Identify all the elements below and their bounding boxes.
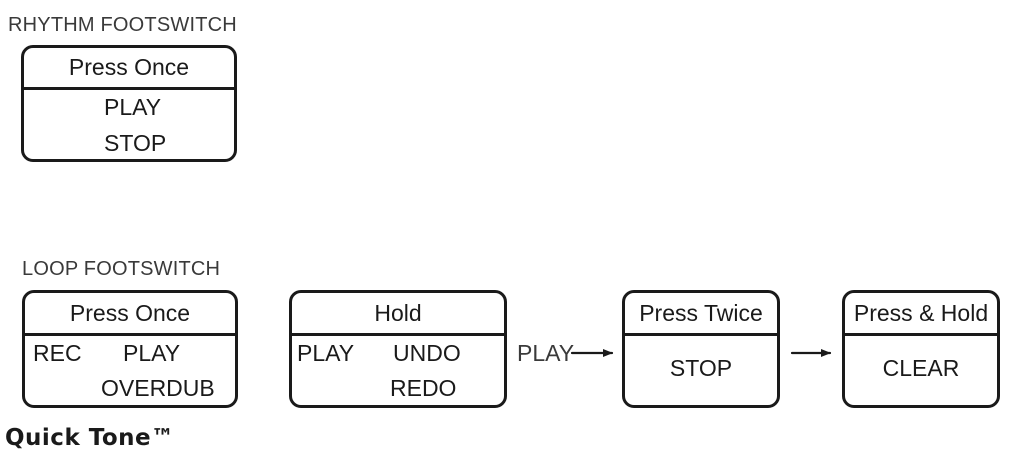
- brand-logo-text: Quick Tone™: [5, 425, 175, 451]
- connector-label-play: PLAY: [517, 340, 575, 366]
- loop3-label-stop: STOP: [669, 355, 733, 381]
- loop4-label-clear: CLEAR: [882, 355, 960, 381]
- rhythm-label-play: PLAY: [104, 94, 162, 120]
- loop-section-title: LOOP FOOTSWITCH: [22, 258, 221, 280]
- rhythm-section-title: RHYTHM FOOTSWITCH: [8, 14, 237, 36]
- loop1-label-rec: REC: [33, 340, 82, 366]
- loop-hold-box: Hold: [289, 290, 507, 408]
- loop-press-twice-box: Press Twice STOP: [622, 290, 780, 408]
- loop-box2-header: Hold: [292, 293, 504, 336]
- rhythm-press-once-box: Press Once: [21, 45, 237, 162]
- rhythm-box-header: Press Once: [24, 48, 234, 90]
- loop2-label-play: PLAY: [297, 340, 355, 366]
- rhythm-label-stop: STOP: [104, 130, 167, 156]
- loop-press-hold-box: Press & Hold CLEAR: [842, 290, 1000, 408]
- loop-box1-header: Press Once: [25, 293, 235, 336]
- loop2-label-redo: REDO: [390, 375, 457, 401]
- loop-box4-header: Press & Hold: [845, 293, 997, 336]
- loop-box3-header: Press Twice: [625, 293, 777, 336]
- loop1-label-play: PLAY: [123, 340, 181, 366]
- loop2-label-undo: UNDO: [393, 340, 461, 366]
- loop1-label-overdub: OVERDUB: [101, 375, 215, 401]
- loop-press-once-box: Press Once: [22, 290, 238, 408]
